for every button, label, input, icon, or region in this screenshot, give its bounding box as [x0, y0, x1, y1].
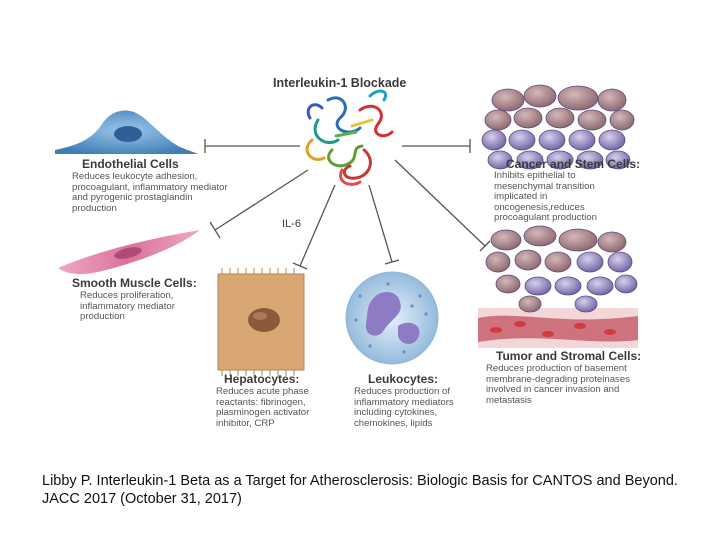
cancer-stem-text: Inhibits epithelial to mesenchymal trans…	[494, 170, 597, 224]
leukocyte-illustration	[345, 271, 439, 365]
tumor-stromal-heading: Tumor and Stromal Cells:	[496, 349, 642, 363]
inhibition-arrows	[204, 139, 491, 270]
smooth-muscle-heading: Smooth Muscle Cells:	[72, 276, 197, 290]
cancer-stem-cells-illustration	[481, 84, 635, 170]
citation-caption: Libby P. Interleukin-1 Beta as a Target …	[42, 473, 678, 507]
endothelial-cell-illustration	[55, 110, 198, 154]
leukocytes-heading: Leukocytes:	[368, 372, 439, 386]
tumor-stromal-text: Reduces production of basement membrane-…	[486, 363, 630, 406]
il6-label: IL-6	[282, 218, 301, 230]
smooth-muscle-text: Reduces proliferation, inflammatory medi…	[80, 290, 175, 323]
smooth-muscle-cell-illustration	[58, 230, 200, 275]
hepatocyte-illustration	[217, 268, 305, 376]
tumor-stromal-cells-illustration	[478, 225, 638, 348]
endothelial-heading: Endothelial Cells	[82, 157, 179, 171]
cancer-stem-heading: Cancer and Stem Cells:	[506, 157, 641, 171]
leukocytes-text: Reduces production of inflammatory media…	[354, 386, 454, 429]
endothelial-text: Reduces leukocyte adhesion, procoagulant…	[72, 171, 228, 214]
hepatocytes-text: Reduces acute phase reactants: fibrinoge…	[216, 386, 310, 429]
hepatocytes-heading: Hepatocytes:	[224, 372, 300, 386]
il1-protein-structure	[305, 89, 394, 186]
figure-title: Interleukin-1 Blockade	[273, 76, 407, 90]
